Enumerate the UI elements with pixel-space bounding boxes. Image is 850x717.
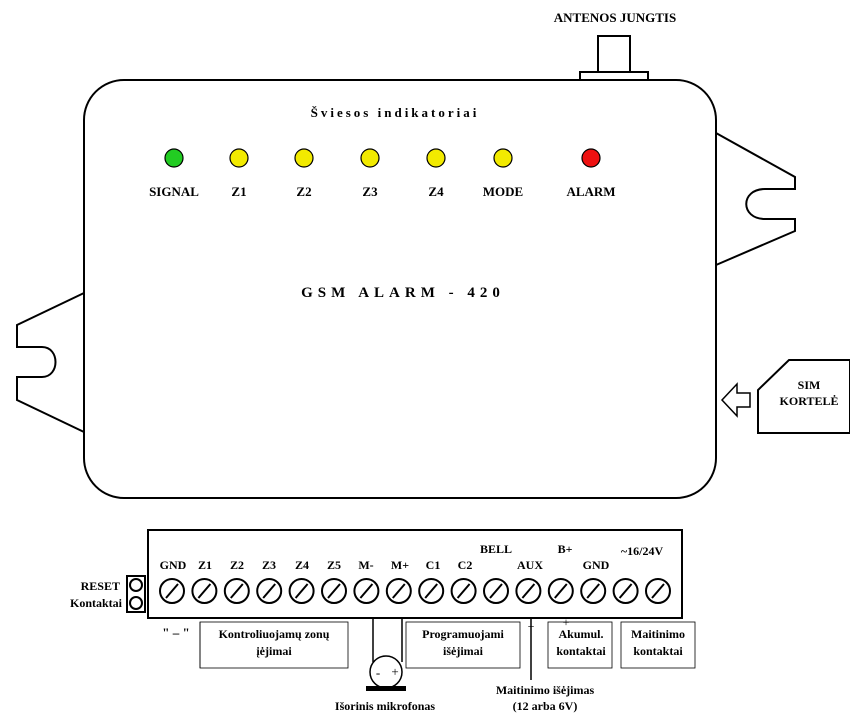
supply-label-line2: kontaktai — [633, 644, 683, 658]
led-signal — [164, 148, 184, 168]
terminal-labels: GND Z1 Z2 Z3 Z4 Z5 M- M+ C1 C2 BELL AUX … — [160, 542, 664, 572]
led-label-z2: Z2 — [296, 184, 311, 199]
terminal-screw[interactable] — [612, 578, 639, 604]
terminal-z5-label: Z5 — [327, 558, 341, 572]
supply-label-line1: Maitinimo — [631, 627, 685, 641]
led-mode — [493, 148, 513, 168]
terminal-screw[interactable] — [159, 578, 185, 604]
mic-minus-sign: - — [376, 665, 380, 680]
supply-label-box — [620, 621, 696, 669]
terminal-screw[interactable] — [547, 578, 574, 604]
aux-output-label-line1: Maitinimo išėjimas — [496, 683, 595, 697]
terminal-screw[interactable] — [645, 578, 671, 604]
minus-marker: " – " — [162, 625, 189, 640]
terminal-z2-label: Z2 — [230, 558, 244, 572]
terminal-screw[interactable] — [385, 578, 412, 604]
terminal-b-plus-label: B+ — [558, 542, 573, 556]
terminal-screw[interactable] — [256, 578, 283, 604]
terminal-power-label: ~16/24V — [621, 544, 664, 558]
terminal-z1-label: Z1 — [198, 558, 212, 572]
terminal-screw[interactable] — [418, 578, 445, 604]
terminal-block — [147, 529, 683, 619]
terminal-gnd-label: GND — [160, 558, 187, 572]
terminal-screw[interactable] — [450, 578, 477, 604]
reset-label-line2: Kontaktai — [70, 596, 123, 610]
sim-label-line1: SIM — [798, 378, 821, 392]
sim-insert-arrow-icon — [720, 382, 751, 418]
panel-title: Šviesos indikatoriai — [311, 105, 480, 120]
led-label-alarm: ALARM — [566, 184, 615, 199]
external-microphone — [366, 617, 406, 691]
led-label-signal: SIGNAL — [149, 184, 199, 199]
right-mounting-bracket — [715, 132, 796, 266]
led-z4 — [426, 148, 446, 168]
antenna-label: ANTENOS JUNGTIS — [554, 10, 676, 25]
terminal-c2-label: C2 — [458, 558, 473, 572]
terminal-screw[interactable] — [288, 578, 315, 604]
terminal-screw[interactable] — [353, 578, 380, 604]
sim-label-line2: KORTELĖ — [780, 394, 839, 408]
device-body — [83, 79, 717, 499]
led-alarm — [581, 148, 601, 168]
left-mounting-bracket — [16, 292, 85, 433]
battery-label-line1: Akumul. — [558, 627, 603, 641]
zones-label-line2: įėjimai — [256, 644, 292, 658]
terminal-screw[interactable] — [580, 578, 607, 604]
led-label-z4: Z4 — [428, 184, 444, 199]
terminal-screw[interactable] — [223, 578, 250, 604]
led-label-z1: Z1 — [231, 184, 246, 199]
reset-label-line1: RESET — [81, 579, 120, 593]
led-label-mode: MODE — [483, 184, 523, 199]
terminal-z4-label: Z4 — [295, 558, 309, 572]
led-z1 — [229, 148, 249, 168]
sim-card — [757, 359, 850, 434]
antenna-connector — [579, 35, 649, 81]
device-name: GSM ALARM - 420 — [301, 285, 505, 301]
mic-plus-sign: + — [391, 664, 398, 679]
outputs-label-line1: Programuojami — [422, 627, 504, 641]
battery-plus-mark: + — [563, 615, 570, 629]
outputs-label-box — [405, 621, 521, 669]
terminal-aux-label: AUX — [517, 558, 543, 572]
aux-output-label-line2: (12 arba 6V) — [513, 699, 578, 713]
led-label-z3: Z3 — [362, 184, 378, 199]
terminal-c1-label: C1 — [426, 558, 441, 572]
led-z2 — [294, 148, 314, 168]
terminal-m-plus-label: M+ — [391, 558, 409, 572]
terminal-screw[interactable] — [483, 578, 509, 604]
mic-label: Išorinis mikrofonas — [335, 699, 435, 713]
terminal-screw[interactable] — [515, 578, 542, 604]
zones-label-line1: Kontroliuojamų zonų — [219, 627, 330, 641]
terminal-screw[interactable] — [191, 578, 218, 604]
terminal-gnd2-label: GND — [583, 558, 610, 572]
outputs-label-line2: išėjimai — [443, 644, 484, 658]
terminal-m-minus-label: M- — [358, 558, 373, 572]
reset-contacts[interactable] — [126, 575, 146, 613]
terminal-screws — [159, 578, 671, 604]
battery-label-line2: kontaktai — [556, 644, 606, 658]
led-z3 — [360, 148, 380, 168]
terminal-z3-label: Z3 — [262, 558, 276, 572]
battery-label-box — [547, 621, 613, 669]
led-indicators: SIGNAL Z1 Z2 Z3 Z4 MODE ALARM — [149, 148, 616, 199]
terminal-screw[interactable] — [321, 578, 347, 604]
terminal-bell-label: BELL — [480, 542, 512, 556]
